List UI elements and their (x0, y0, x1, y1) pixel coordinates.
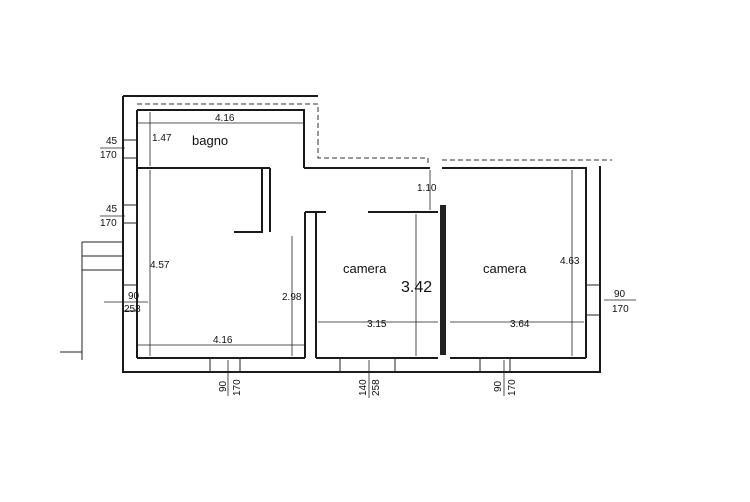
svg-text:170: 170 (232, 379, 243, 396)
dim-bagno-width: 4.16 (215, 113, 235, 124)
dim-camera-right-depth: 4.63 (560, 256, 580, 267)
partition-wall (440, 205, 446, 355)
dim-camera-right-width: 3.64 (510, 319, 530, 330)
svg-text:90: 90 (218, 380, 229, 392)
opening-bottom-right: 90 170 (493, 360, 518, 396)
entrance-steps (60, 241, 123, 360)
dim-interior-height: 2.98 (282, 292, 302, 303)
opening-left-lower-height: 258 (124, 304, 141, 315)
opening-left-middle-width: 45 (106, 204, 118, 215)
svg-text:90: 90 (493, 380, 504, 392)
terrace-dashed-outline (137, 103, 612, 166)
room-label-bagno: bagno (192, 133, 228, 148)
window-marks (122, 139, 601, 373)
opening-bottom-center: 140 258 (358, 360, 382, 398)
dim-bagno-depth: 1.47 (152, 133, 172, 144)
dim-camera-center-width: 3.15 (367, 319, 387, 330)
svg-text:170: 170 (507, 379, 518, 396)
dim-living-depth: 4.57 (150, 260, 170, 271)
dim-camera-center-area: 3.42 (401, 279, 432, 296)
dimension-lines (137, 112, 584, 356)
opening-left-lower-width: 90 (128, 291, 140, 302)
opening-left-upper-height: 170 (100, 150, 117, 161)
dim-living-width: 4.16 (213, 335, 233, 346)
room-label-camera-right: camera (483, 261, 527, 276)
room-label-camera-center: camera (343, 261, 387, 276)
svg-text:140: 140 (358, 379, 369, 396)
opening-right-width: 90 (614, 289, 626, 300)
opening-left-middle-height: 170 (100, 218, 117, 229)
dim-corridor: 1.10 (417, 183, 437, 194)
opening-bottom-left: 90 170 (218, 360, 243, 396)
opening-right-height: 170 (612, 304, 629, 315)
interior-walls (137, 167, 446, 358)
opening-left-upper-width: 45 (106, 136, 118, 147)
svg-text:258: 258 (371, 379, 382, 396)
